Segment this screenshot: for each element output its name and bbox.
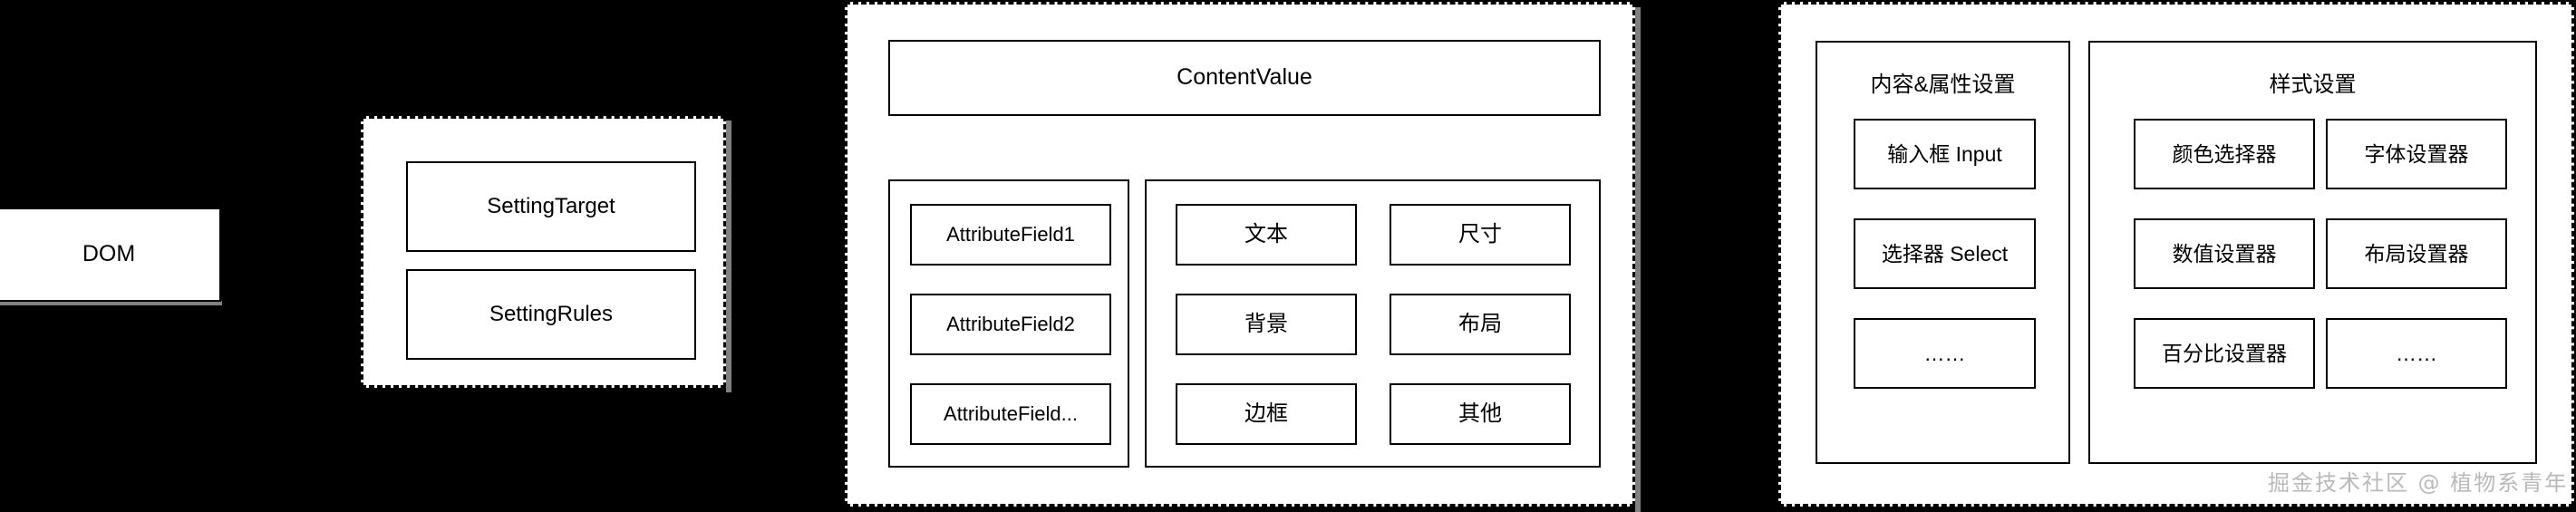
style-category-layout[interactable]: 布局 [1390,294,1571,355]
style-category-text[interactable]: 文本 [1176,204,1357,266]
style-settings-title: 样式设置 [2269,72,2357,97]
watermark: 掘金技术社区 @ 植物系青年 [2268,470,2569,496]
control-color-picker[interactable]: 颜色选择器 [2134,119,2315,189]
control-number-setter[interactable]: 数值设置器 [2134,218,2315,289]
content-attribute-settings-column: 内容&属性设置 输入框 Input 选择器 Select …… [1816,41,2070,464]
control-more[interactable]: …… [1854,318,2036,389]
attribute-field-group: AttributeField1 AttributeField2 Attribut… [888,179,1129,468]
style-category-group: 文本 尺寸 背景 布局 边框 其他 [1145,179,1601,468]
control-input[interactable]: 输入框 Input [1854,119,2036,189]
control-select[interactable]: 选择器 Select [1854,218,2036,289]
middle-panel-shadow [1635,7,1641,512]
control-more-style[interactable]: …… [2326,318,2507,389]
attribute-field-more[interactable]: AttributeField... [910,383,1111,445]
setting-group-shadow [726,121,731,392]
style-settings-column: 样式设置 颜色选择器 字体设置器 数值设置器 布局设置器 百分比设置器 …… [2088,41,2537,464]
dom-node[interactable]: DOM [0,208,221,302]
style-category-size[interactable]: 尺寸 [1390,204,1571,266]
control-layout-setter[interactable]: 布局设置器 [2326,218,2507,289]
attribute-field-2[interactable]: AttributeField2 [910,294,1111,355]
setting-rules-node[interactable]: SettingRules [406,269,696,360]
control-font-setter[interactable]: 字体设置器 [2326,119,2507,189]
style-category-border[interactable]: 边框 [1176,383,1357,445]
content-attribute-settings-title: 内容&属性设置 [1870,72,2016,97]
setting-target-node[interactable]: SettingTarget [406,161,696,252]
attribute-field-1[interactable]: AttributeField1 [910,204,1111,266]
content-value-node[interactable]: ContentValue [888,40,1601,116]
dom-node-shadow [0,301,222,305]
style-category-other[interactable]: 其他 [1390,383,1571,445]
control-percentage-setter[interactable]: 百分比设置器 [2134,318,2315,389]
style-category-background[interactable]: 背景 [1176,294,1357,355]
